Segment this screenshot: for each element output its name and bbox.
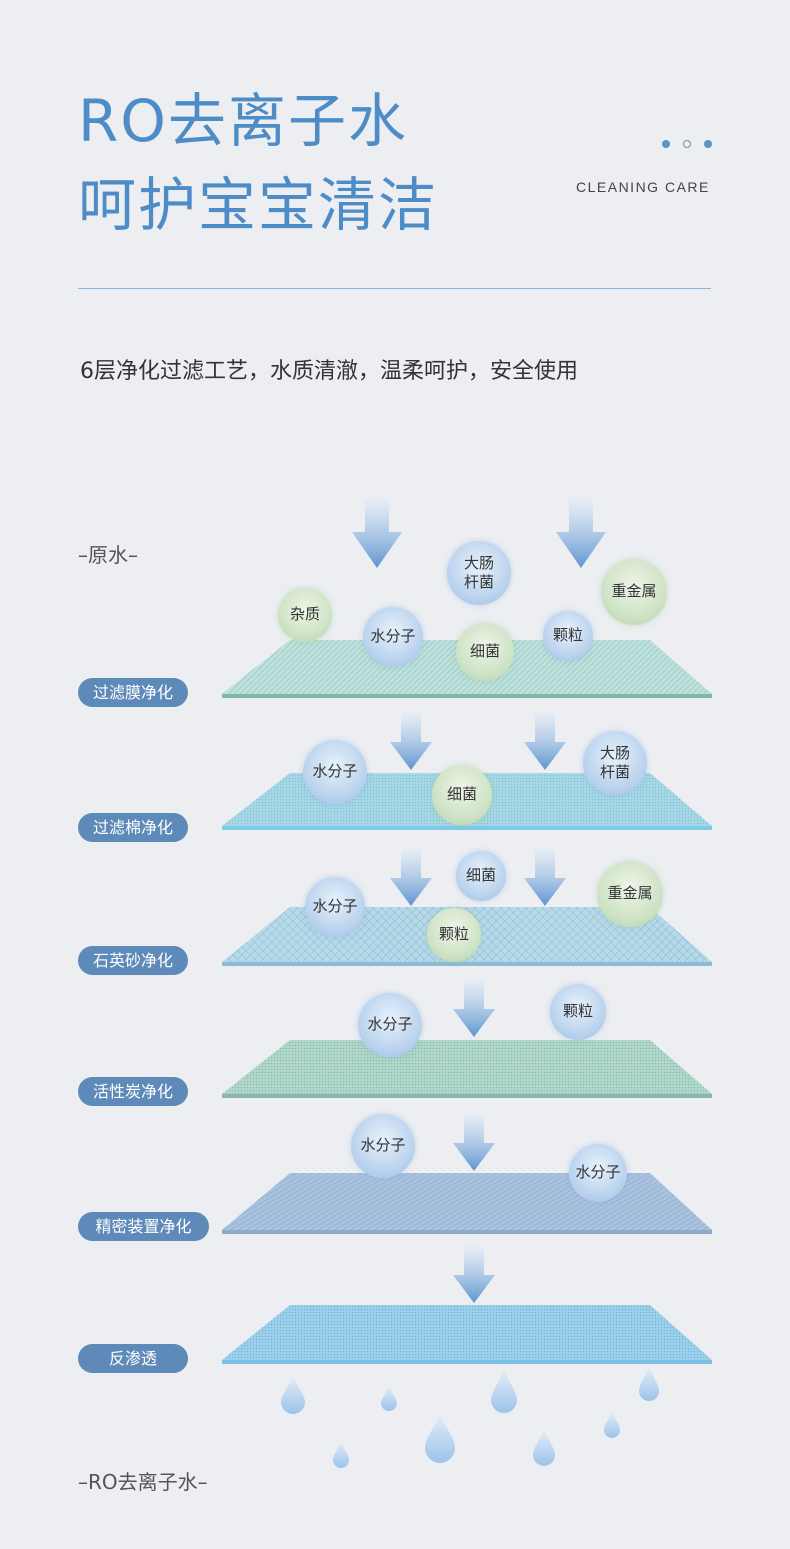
water-drop-icon (281, 1376, 305, 1414)
layer-precision (222, 1173, 712, 1234)
bubble-water-molecule: 水分子 (363, 607, 423, 667)
bubble-water-molecule: 水分子 (305, 877, 365, 937)
layer-label-reverse-osmosis: 反渗透 (78, 1344, 188, 1373)
water-drop-icon (604, 1412, 620, 1438)
decorative-dots (662, 140, 714, 152)
bubble-particle: 颗粒 (543, 611, 593, 661)
down-arrow-icon (556, 497, 606, 568)
down-arrow-icon (453, 979, 495, 1037)
water-drop-icon (533, 1430, 555, 1466)
description: 6层净化过滤工艺，水质清澈，温柔呵护，安全使用 (80, 359, 578, 384)
down-arrow-icon (352, 497, 402, 568)
bubble-water-molecule: 水分子 (358, 993, 422, 1057)
water-drop-icon (491, 1370, 517, 1413)
bubble-bacteria: 细菌 (456, 851, 506, 901)
layer-label-precision: 精密装置净化 (78, 1212, 209, 1241)
bubble-bacteria: 细菌 (432, 765, 492, 825)
water-drop-icon (333, 1442, 349, 1468)
dot-icon (662, 140, 670, 148)
divider (78, 288, 711, 289)
layer-label-quartz: 石英砂净化 (78, 946, 188, 975)
layer-label-carbon: 活性炭净化 (78, 1077, 188, 1106)
down-arrow-icon (453, 1113, 495, 1171)
page-title-line2: 呵护宝宝清洁 (78, 171, 439, 239)
subtitle-en: CLEANING CARE (576, 179, 710, 195)
bubble-water-molecule: 水分子 (351, 1114, 415, 1178)
down-arrow-icon (524, 848, 566, 906)
bubble-particle: 颗粒 (550, 984, 606, 1040)
bubble-bacteria: 细菌 (456, 623, 514, 681)
raw-water-label: –原水– (78, 543, 138, 567)
bubble-water-molecule: 水分子 (303, 740, 367, 804)
bubble-impurity: 杂质 (278, 588, 332, 642)
bubble-water-molecule: 水分子 (569, 1144, 627, 1202)
water-drop-icon (381, 1386, 397, 1411)
water-drop-icon (639, 1367, 659, 1401)
down-arrow-icon (390, 848, 432, 906)
hollow-dot-icon (683, 140, 691, 148)
bubble-ecoli: 大肠 杆菌 (447, 541, 511, 605)
water-drop-icon (425, 1414, 455, 1463)
ro-water-label: –RO去离子水– (78, 1470, 208, 1494)
layer-carbon (222, 1040, 712, 1098)
layer-reverse-osmosis (222, 1305, 712, 1364)
bubble-ecoli: 大肠 杆菌 (583, 731, 647, 795)
down-arrow-icon (453, 1245, 495, 1303)
down-arrow-icon (524, 712, 566, 770)
down-arrow-icon (390, 712, 432, 770)
layer-label-cotton: 过滤棉净化 (78, 813, 188, 842)
bubble-heavy-metal: 重金属 (601, 559, 667, 625)
page-title-line1: RO去离子水 (78, 87, 408, 155)
dot-icon (704, 140, 712, 148)
bubble-heavy-metal: 重金属 (597, 861, 663, 927)
layer-label-membrane: 过滤膜净化 (78, 678, 188, 707)
bubble-particle: 颗粒 (427, 908, 481, 962)
